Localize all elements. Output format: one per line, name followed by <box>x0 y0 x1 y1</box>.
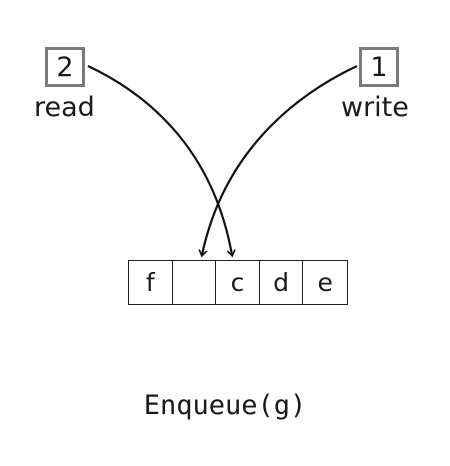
read-arrow <box>87 65 232 255</box>
queue-cell-2: c <box>216 261 260 304</box>
queue-cell-0: f <box>129 261 173 304</box>
write-label: write <box>341 92 409 123</box>
read-index-box: 2 <box>45 47 85 87</box>
write-arrow <box>202 65 358 255</box>
read-index-value: 2 <box>56 51 74 83</box>
queue-array: f c d e <box>128 260 348 305</box>
write-index-value: 1 <box>370 51 388 83</box>
queue-cell-3: d <box>260 261 304 304</box>
write-index-box: 1 <box>359 47 399 87</box>
operation-caption: Enqueue(g) <box>143 390 307 421</box>
queue-cell-1 <box>173 261 217 304</box>
queue-cell-4: e <box>317 268 333 297</box>
read-label: read <box>34 92 95 123</box>
